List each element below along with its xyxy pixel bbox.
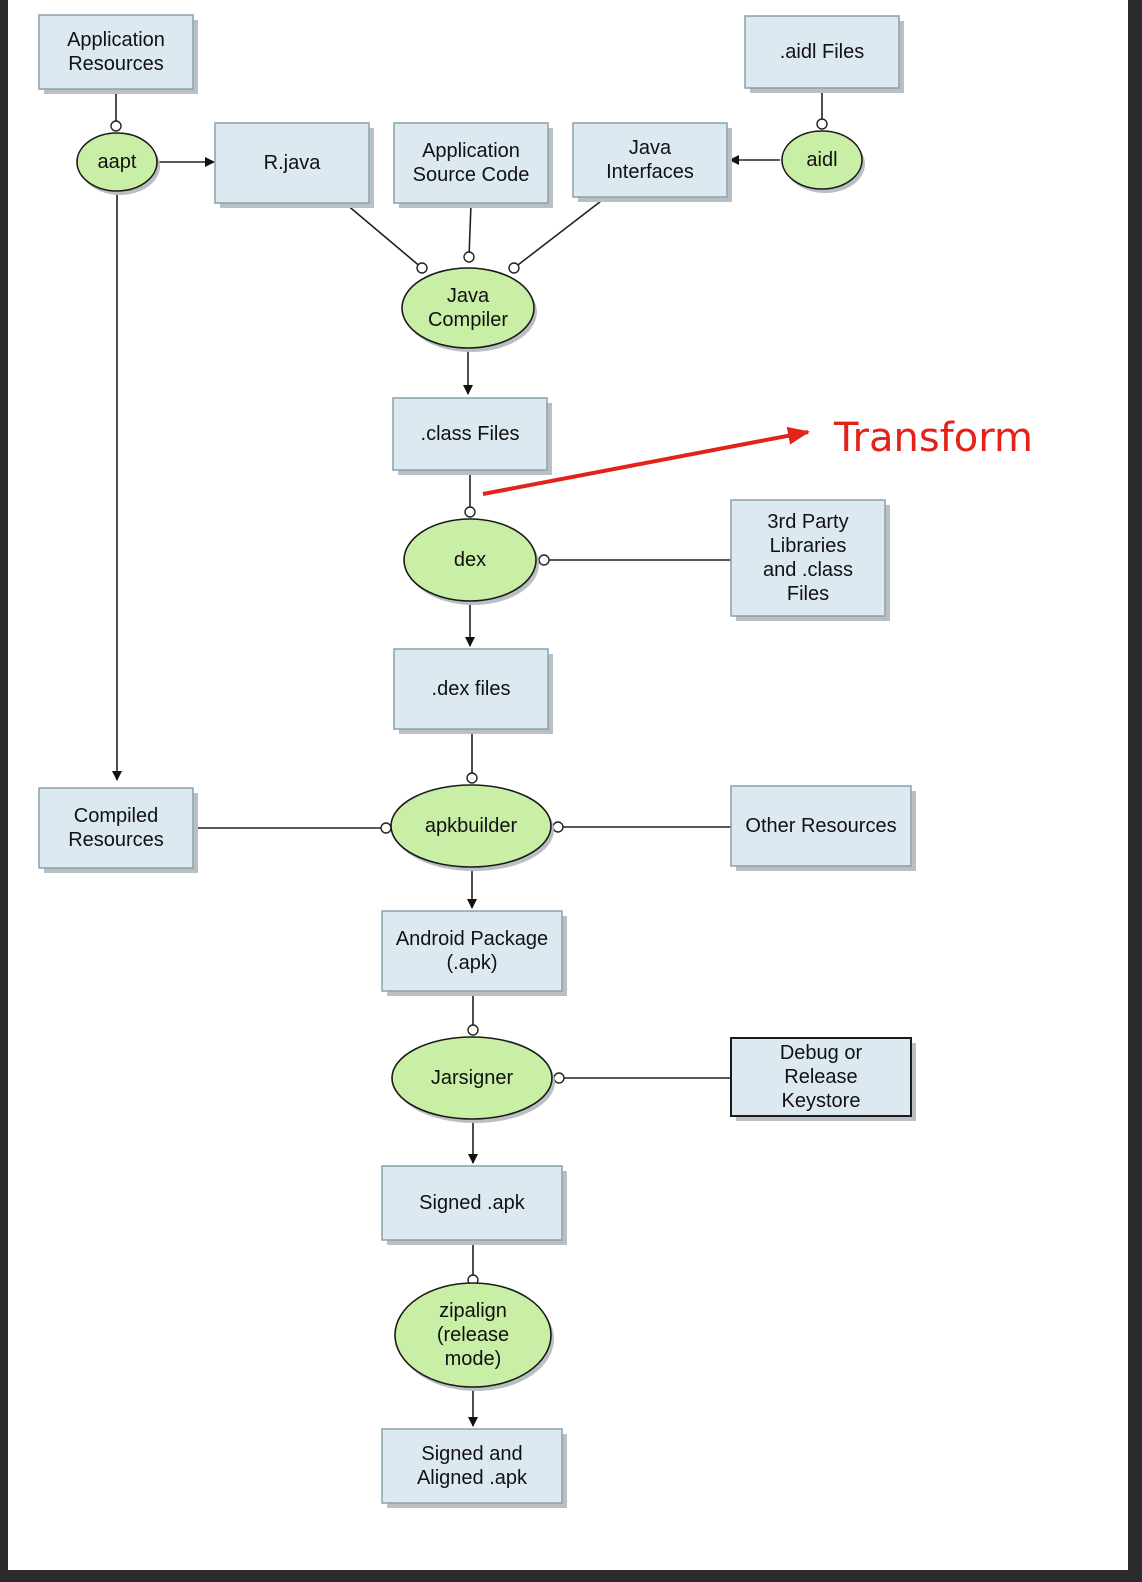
connector-port: [380, 822, 392, 834]
annotation-layer: Transform: [482, 415, 1033, 496]
signed-aligned-label-line: Signed and: [421, 1443, 522, 1465]
other-resources-label-line: Other Resources: [745, 815, 896, 837]
class-files-label-line: .class Files: [421, 423, 520, 445]
signed-apk-label-line: Signed .apk: [419, 1192, 526, 1214]
dex-files-label-line: .dex files: [432, 678, 511, 700]
dex-process: [403, 518, 539, 605]
compiled-resources-box: [38, 787, 198, 873]
connector-4: [345, 203, 423, 269]
third-party-label-line: Libraries: [770, 535, 847, 557]
keystore-label-line: Release: [784, 1066, 857, 1088]
android-package-box: [381, 910, 567, 996]
compiled-resources-label-line: Resources: [68, 829, 164, 851]
dex-label-line: dex: [454, 549, 486, 571]
jarsigner-process: [391, 1036, 555, 1123]
java-interfaces-label-line: Interfaces: [606, 161, 694, 183]
connector-port: [538, 554, 550, 566]
signed-aligned-label-line: Aligned .apk: [417, 1467, 528, 1489]
app-resources-label-line: Resources: [68, 53, 164, 75]
transform-arrow: [482, 426, 810, 496]
java-compiler-label-line: Compiler: [428, 309, 508, 331]
zipalign-label-line: mode): [445, 1348, 502, 1370]
connector-port: [464, 506, 476, 518]
connector-port: [416, 262, 428, 274]
java-compiler-label-line: Java: [447, 285, 490, 307]
other-resources-box: [730, 785, 916, 871]
keystore-label-line: Debug or: [780, 1042, 863, 1064]
app-source-label-line: Source Code: [413, 164, 530, 186]
apkbuilder-process: [390, 784, 554, 871]
compiled-resources-label-line: Compiled: [74, 805, 158, 827]
java-compiler-process: [401, 267, 537, 352]
java-interfaces-label-line: Java: [629, 137, 672, 159]
aidl-files-label-line: .aidl Files: [780, 41, 864, 63]
apkbuilder-label-line: apkbuilder: [425, 815, 518, 837]
aapt-process: [76, 132, 160, 195]
zipalign-process: [394, 1282, 554, 1391]
zipalign-label-line: (release: [437, 1324, 509, 1346]
dex-files-box: [393, 648, 553, 734]
connector-port: [463, 251, 475, 263]
r-java-box: [214, 122, 374, 208]
connector-5: [468, 203, 472, 258]
r-java-label-line: R.java: [264, 152, 322, 174]
connector-layer: [110, 88, 828, 1427]
connector-port: [110, 120, 122, 132]
signed-apk-box: [381, 1165, 567, 1245]
class-files-box: [392, 397, 552, 475]
connector-port: [553, 1072, 565, 1084]
aapt-label-line: aapt: [98, 151, 137, 173]
app-source-label-line: Application: [422, 140, 520, 162]
app-resources-label-line: Application: [67, 29, 165, 51]
third-party-label-line: 3rd Party: [767, 511, 848, 533]
zipalign-label-line: zipalign: [439, 1300, 507, 1322]
third-party-label-line: Files: [787, 583, 829, 605]
connector-port: [816, 118, 828, 130]
java-interfaces-box: [572, 122, 732, 202]
connector-port: [552, 821, 564, 833]
connector-port: [466, 772, 478, 784]
connector-6: [513, 197, 606, 269]
android-package-label-line: (.apk): [446, 952, 497, 974]
connector-port: [467, 1024, 479, 1036]
jarsigner-label-line: Jarsigner: [431, 1067, 514, 1089]
third-party-label-line: and .class: [763, 559, 853, 581]
connector-port: [508, 262, 520, 274]
android-package-label-line: Android Package: [396, 928, 548, 950]
aidl-process: [781, 130, 865, 193]
transform-label: Transform: [833, 415, 1033, 461]
signed-aligned-box: [381, 1428, 567, 1508]
app-resources-box: [38, 14, 198, 94]
third-party-box: [730, 499, 890, 621]
aidl-label-line: aidl: [806, 149, 837, 171]
app-source-box: [393, 122, 553, 208]
aidl-files-box: [744, 15, 904, 93]
keystore-box: [730, 1037, 916, 1121]
keystore-label-line: Keystore: [782, 1090, 861, 1112]
